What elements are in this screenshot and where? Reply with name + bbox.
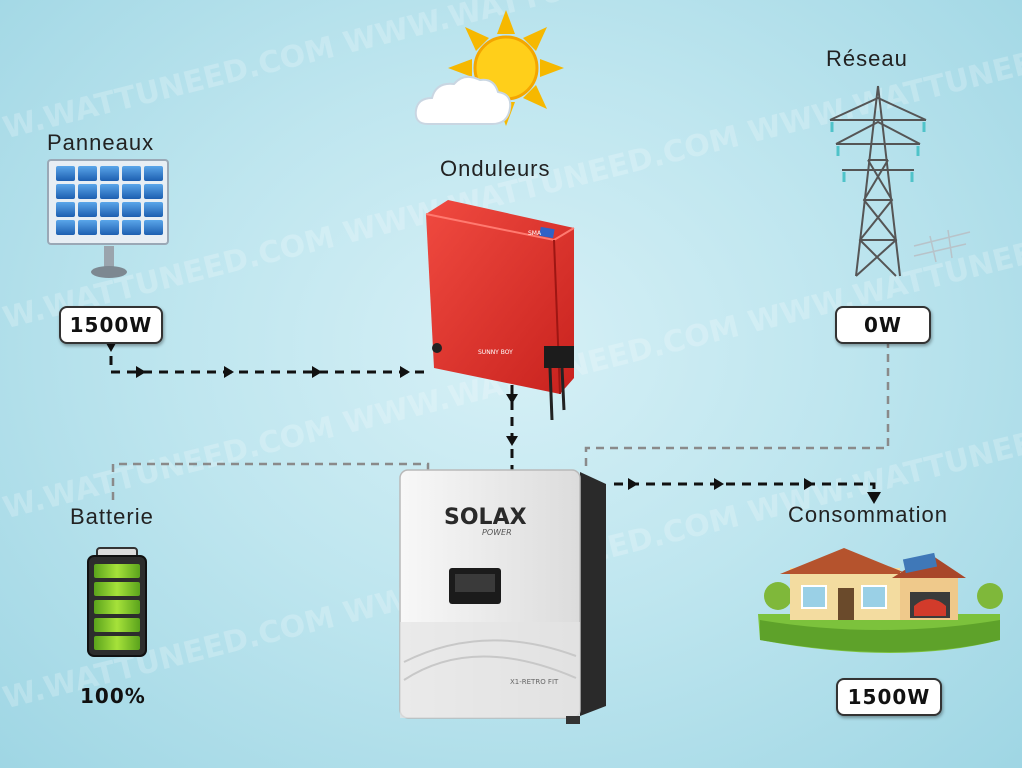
arrow-icon xyxy=(867,492,881,504)
battery-charge-value: 100% xyxy=(80,684,146,708)
consumption-power-value: 1500W xyxy=(836,678,942,716)
grid-link-line xyxy=(584,340,890,472)
consumption-label: Consommation xyxy=(788,502,948,527)
panel-cell xyxy=(144,220,163,235)
panel-cell xyxy=(144,166,163,181)
arrow-icon xyxy=(312,366,322,378)
battery-icon xyxy=(87,547,147,657)
sma-brand: SMA xyxy=(528,230,542,237)
solar-panel-icon xyxy=(47,159,169,278)
arrow-icon xyxy=(224,366,234,378)
panel-cell xyxy=(78,184,97,199)
arrow-icon xyxy=(628,478,638,490)
battery-link-line xyxy=(111,462,430,500)
panel-cell xyxy=(56,166,75,181)
arrow-icon xyxy=(400,366,410,378)
panels-to-inverter-line xyxy=(109,340,428,374)
arrow-icon xyxy=(506,394,518,404)
panel-cell xyxy=(78,166,97,181)
sma-model: SUNNY BOY xyxy=(478,349,513,356)
panel-cell xyxy=(56,220,75,235)
solax-sub: POWER xyxy=(482,528,512,537)
hybrid-to-house-line xyxy=(614,482,876,500)
battery-bar xyxy=(94,618,140,632)
panels-power-value: 1500W xyxy=(59,306,163,344)
arrow-icon xyxy=(506,436,518,446)
solax-inverter-icon: SOLAX POWER X1-RETRO FIT xyxy=(399,469,606,724)
battery-bar xyxy=(94,564,140,578)
arrow-icon xyxy=(136,366,146,378)
arrow-icon xyxy=(804,478,814,490)
grid-power-value: 0W xyxy=(835,306,931,344)
battery-bar xyxy=(94,582,140,596)
panel-cell xyxy=(100,184,119,199)
panel-cell xyxy=(144,202,163,217)
cloud-icon xyxy=(414,75,512,125)
panel-cell xyxy=(100,202,119,217)
panel-cell xyxy=(122,184,141,199)
panel-cell xyxy=(122,220,141,235)
idle-flow-lines xyxy=(111,340,890,500)
solax-brand: SOLAX xyxy=(444,505,527,530)
arrow-icon xyxy=(714,478,724,490)
panel-cell xyxy=(144,184,163,199)
arrow-icon xyxy=(106,343,116,352)
inverters-label: Onduleurs xyxy=(440,156,551,181)
grid-label: Réseau xyxy=(826,46,908,71)
panel-cell xyxy=(56,184,75,199)
panel-cell xyxy=(56,202,75,217)
panel-cell xyxy=(78,202,97,217)
panels-label: Panneaux xyxy=(47,130,154,155)
battery-bar xyxy=(94,600,140,614)
panel-cell xyxy=(122,202,141,217)
panel-cell xyxy=(100,166,119,181)
active-flow-lines xyxy=(109,340,876,500)
panel-cell xyxy=(100,220,119,235)
panel-cell xyxy=(78,220,97,235)
flow-arrows xyxy=(106,343,881,504)
battery-label: Batterie xyxy=(70,504,154,529)
panel-cell xyxy=(122,166,141,181)
battery-bar xyxy=(94,636,140,650)
solax-model: X1-RETRO FIT xyxy=(510,678,559,686)
house-icon xyxy=(758,548,1003,653)
sma-inverter-icon: SMA SUNNY BOY xyxy=(425,200,575,421)
power-pylon-icon xyxy=(829,85,971,277)
